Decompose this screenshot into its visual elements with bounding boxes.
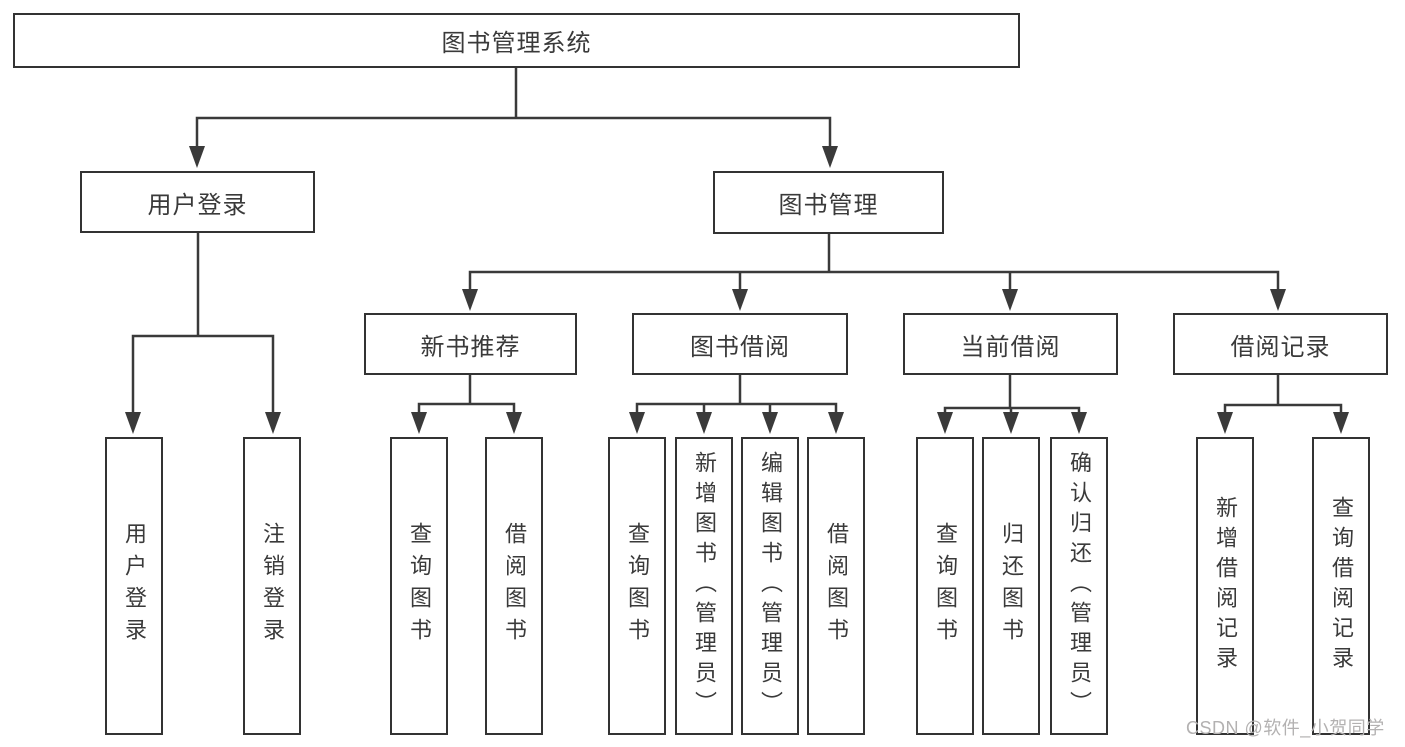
leaf-logout-label: 注销登录 (260, 522, 285, 650)
leaf-cur-confirm-return-admin-label: 确认归还（管理员） (1067, 451, 1092, 721)
leaf-bw-add-books-admin-label: 新增图书（管理员） (692, 451, 717, 721)
node-book-borrowing: 图书借阅 (632, 313, 848, 375)
connector-borrowing-to-leaves (635, 373, 838, 418)
leaf-bw-query-books-label: 查询图书 (625, 522, 650, 650)
leaf-nb-query-books: 查询图书 (390, 437, 448, 735)
leaf-bw-edit-books-admin: 编辑图书（管理员） (741, 437, 799, 735)
leaf-bw-borrow-books-label: 借阅图书 (824, 522, 849, 650)
leaf-cur-query-books: 查询图书 (916, 437, 974, 735)
leaf-nb-borrow-books-label: 借阅图书 (502, 522, 527, 650)
leaf-bw-query-books: 查询图书 (608, 437, 666, 735)
leaf-cur-return-books-label: 归还图书 (999, 522, 1024, 650)
leaf-bw-add-books-admin: 新增图书（管理员） (675, 437, 733, 735)
leaf-rec-query-record-label: 查询借阅记录 (1329, 496, 1354, 676)
leaf-cur-query-books-label: 查询图书 (933, 522, 958, 650)
connector-current-to-leaves (943, 373, 1081, 418)
leaf-cur-return-books: 归还图书 (982, 437, 1040, 735)
leaf-rec-add-record: 新增借阅记录 (1196, 437, 1254, 735)
leaf-bw-edit-books-admin-label: 编辑图书（管理员） (758, 451, 783, 721)
leaf-user-login: 用户登录 (105, 437, 163, 735)
leaf-rec-add-record-label: 新增借阅记录 (1213, 496, 1238, 676)
node-library-system: 图书管理系统 (13, 13, 1020, 68)
node-library-system-label: 图书管理系统 (441, 30, 592, 57)
node-current-borrowing: 当前借阅 (903, 313, 1118, 375)
connector-records-to-leaves (1223, 373, 1343, 418)
connector-newbooks-to-leaves (417, 373, 516, 418)
leaf-logout: 注销登录 (243, 437, 301, 735)
node-current-borrowing-label: 当前借阅 (960, 333, 1061, 361)
leaf-cur-confirm-return-admin: 确认归还（管理员） (1050, 437, 1108, 735)
leaf-nb-borrow-books: 借阅图书 (485, 437, 543, 735)
node-user-login-label: 用户登录 (147, 191, 248, 219)
csdn-watermark: CSDN @软件_小贺同学 (1186, 718, 1385, 738)
leaf-rec-query-record: 查询借阅记录 (1312, 437, 1370, 735)
connector-bookmgmt-to-level3 (468, 231, 1280, 295)
arrowheads (125, 146, 1349, 434)
node-new-book-recommend: 新书推荐 (364, 313, 577, 375)
node-book-borrowing-label: 图书借阅 (690, 333, 790, 361)
leaf-user-login-label: 用户登录 (122, 522, 147, 650)
node-book-management: 图书管理 (713, 171, 944, 234)
leaf-bw-borrow-books: 借阅图书 (807, 437, 865, 735)
node-new-book-recommend-label: 新书推荐 (420, 333, 521, 361)
node-borrowing-records: 借阅记录 (1173, 313, 1388, 375)
node-borrowing-records-label: 借阅记录 (1230, 333, 1331, 361)
node-book-management-label: 图书管理 (778, 192, 879, 219)
connector-root-to-level2 (195, 64, 832, 152)
node-user-login: 用户登录 (80, 171, 315, 233)
connector-userlogin-to-leaves (131, 230, 275, 418)
leaf-nb-query-books-label: 查询图书 (407, 522, 432, 650)
